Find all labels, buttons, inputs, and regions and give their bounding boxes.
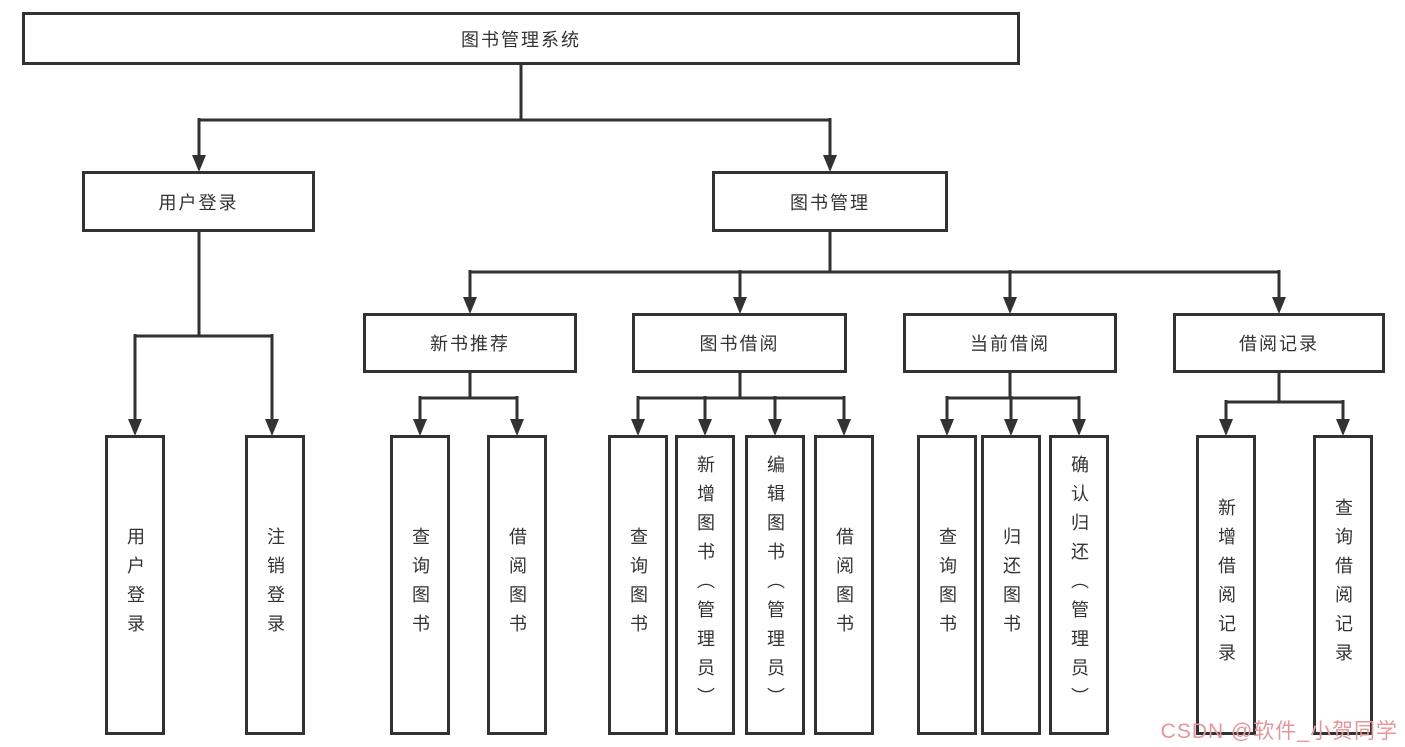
node-label: 新书推荐 — [430, 334, 510, 354]
node-current-borrow: 当前借阅 — [903, 313, 1117, 373]
leaf-user-login: 用户登录 — [105, 435, 165, 735]
node-label: 查询图书 — [410, 527, 430, 643]
node-label: 归还图书 — [1001, 527, 1021, 643]
node-label: 编辑图书（管理员） — [765, 454, 785, 716]
leaf-return-books: 归还图书 — [981, 435, 1041, 735]
node-label: 用户登录 — [125, 527, 145, 643]
node-label: 查询借阅记录 — [1333, 498, 1353, 672]
leaf-query-books-3: 查询图书 — [917, 435, 977, 735]
node-label: 新增借阅记录 — [1216, 498, 1236, 672]
node-label: 注销登录 — [265, 527, 285, 643]
node-root-system: 图书管理系统 — [22, 12, 1020, 65]
leaf-confirm-return-admin: 确认归还（管理员） — [1049, 435, 1109, 735]
leaf-query-books-2: 查询图书 — [608, 435, 668, 735]
csdn-watermark: CSDN @软件_小贺同学 — [1160, 720, 1398, 743]
node-label: 确认归还（管理员） — [1069, 454, 1089, 716]
node-label: 图书管理系统 — [461, 29, 581, 50]
node-label: 查询图书 — [628, 527, 648, 643]
node-label: 借阅记录 — [1239, 334, 1319, 354]
node-label: 图书借阅 — [699, 334, 780, 354]
leaf-query-borrow-record: 查询借阅记录 — [1313, 435, 1373, 735]
leaf-borrow-books-1: 借阅图书 — [487, 435, 547, 735]
node-borrow-records: 借阅记录 — [1173, 313, 1385, 373]
node-label: 用户登录 — [158, 192, 239, 213]
node-label: 新增图书（管理员） — [695, 454, 715, 716]
leaf-query-books-1: 查询图书 — [390, 435, 450, 735]
node-label: 借阅图书 — [507, 527, 527, 643]
node-book-management: 图书管理 — [712, 171, 948, 232]
leaf-logout: 注销登录 — [245, 435, 305, 735]
node-label: 图书管理 — [790, 192, 870, 213]
leaf-edit-books-admin: 编辑图书（管理员） — [745, 435, 805, 735]
leaf-add-books-admin: 新增图书（管理员） — [675, 435, 735, 735]
node-user-login: 用户登录 — [82, 171, 315, 232]
node-book-borrow: 图书借阅 — [632, 313, 847, 373]
leaf-borrow-books-2: 借阅图书 — [814, 435, 874, 735]
node-label: 查询图书 — [937, 527, 957, 643]
leaf-add-borrow-record: 新增借阅记录 — [1196, 435, 1256, 735]
node-label: 当前借阅 — [970, 334, 1050, 354]
node-new-book-recommend: 新书推荐 — [363, 313, 577, 373]
node-label: 借阅图书 — [834, 527, 854, 643]
